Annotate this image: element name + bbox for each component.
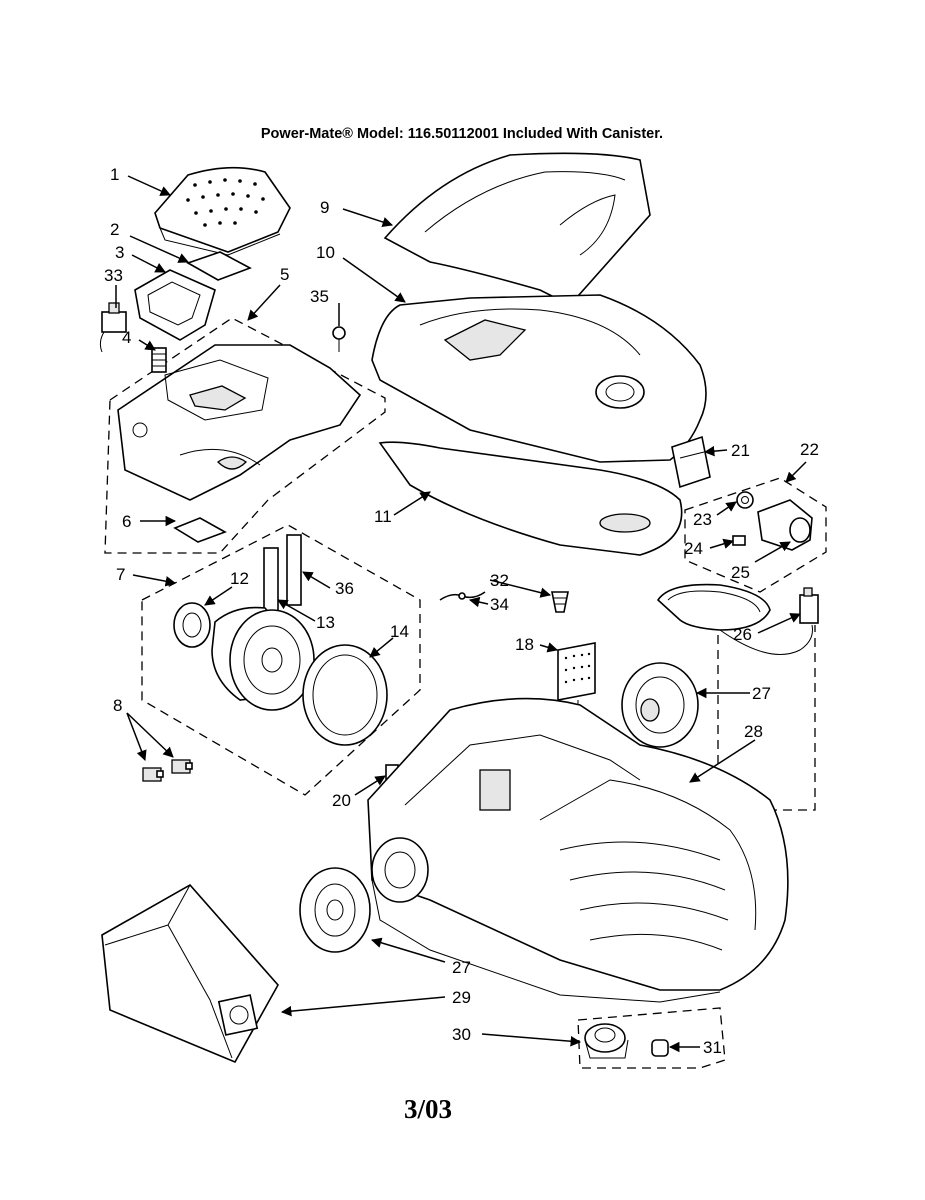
callout-12: 12	[230, 569, 249, 588]
callout-7: 7	[116, 565, 125, 584]
callout-29: 29	[452, 988, 471, 1007]
callout-28: 28	[744, 722, 763, 741]
callout-6: 6	[122, 512, 131, 531]
part-27-wheel-lower	[299, 867, 371, 953]
part-4-spring	[151, 347, 167, 373]
callout-23: 23	[693, 510, 712, 529]
part-21-bracket	[671, 435, 711, 489]
part-24-spring	[732, 535, 746, 546]
callout-labels: 1 2 3 33 4 5 35 9 10 6 11 21 22 23 24 25…	[104, 165, 819, 1057]
part-36-gasket	[286, 534, 302, 606]
part-3-filter-frame	[134, 269, 216, 341]
callout-20: 20	[332, 791, 351, 810]
part-18-exhaust-filter	[557, 642, 596, 701]
callout-24: 24	[684, 539, 703, 558]
leader-lines	[115, 175, 807, 1053]
callout-13: 13	[316, 613, 335, 632]
part-25-cord-reel-bracket	[757, 499, 813, 551]
callout-34: 34	[490, 595, 509, 614]
part-13-gasket	[263, 547, 279, 615]
callout-27-upper: 27	[752, 684, 771, 703]
callout-33: 33	[104, 266, 123, 285]
part-35-screw	[332, 326, 346, 352]
callout-2: 2	[110, 220, 119, 239]
callout-5: 5	[280, 265, 289, 284]
part-8-carbon-brushes	[142, 759, 193, 782]
part-10-canister-body	[371, 294, 707, 463]
group-outline-7	[141, 524, 421, 796]
part-26-power-cord	[656, 583, 819, 655]
group-outline-5	[104, 317, 386, 554]
callout-18: 18	[515, 635, 534, 654]
part-27-wheel-upper	[621, 662, 699, 748]
part-1-filter-cover	[154, 166, 291, 256]
part-30-hose-connector	[584, 1023, 629, 1059]
callout-8: 8	[113, 696, 122, 715]
callout-4: 4	[122, 328, 131, 347]
callout-36: 36	[335, 579, 354, 598]
part-9-top-cover	[383, 152, 651, 306]
part-31-cap	[651, 1039, 669, 1057]
part-34-wire	[439, 591, 486, 601]
callout-14: 14	[390, 622, 409, 641]
part-23-washer	[736, 491, 754, 509]
callout-21: 21	[731, 441, 750, 460]
callout-26: 26	[733, 625, 752, 644]
callout-1: 1	[110, 165, 119, 184]
callout-30: 30	[452, 1025, 471, 1044]
group-outline-22	[684, 477, 827, 593]
callout-22: 22	[800, 440, 819, 459]
callout-27-lower: 27	[452, 958, 471, 977]
part-29-dust-bag	[101, 883, 279, 1064]
callout-31: 31	[703, 1038, 722, 1057]
part-33-switch	[99, 302, 127, 353]
callout-25: 25	[731, 563, 750, 582]
callout-3: 3	[115, 243, 124, 262]
part-5-housing-assembly	[117, 344, 362, 501]
part-motor-assembly	[211, 606, 315, 711]
callout-35: 35	[310, 287, 329, 306]
page-footer-date: 3/03	[404, 1094, 452, 1124]
callout-11: 11	[374, 507, 392, 526]
part-32-bulb	[551, 591, 569, 613]
part-6-filter	[173, 517, 227, 543]
callout-10: 10	[316, 243, 335, 262]
cord-path-dashed	[717, 620, 816, 811]
group-outline-30	[577, 1007, 726, 1069]
part-28-canister-base	[367, 697, 789, 1003]
callout-9: 9	[320, 198, 329, 217]
part-2-filter-pad	[186, 251, 252, 281]
part-12-motor-mount	[173, 602, 211, 648]
diagram-title: Power-Mate® Model: 116.50112001 Included…	[261, 126, 663, 142]
part-14-motor-gasket	[302, 644, 388, 746]
callout-32: 32	[490, 571, 509, 590]
part-11-lower-trim	[378, 441, 683, 556]
